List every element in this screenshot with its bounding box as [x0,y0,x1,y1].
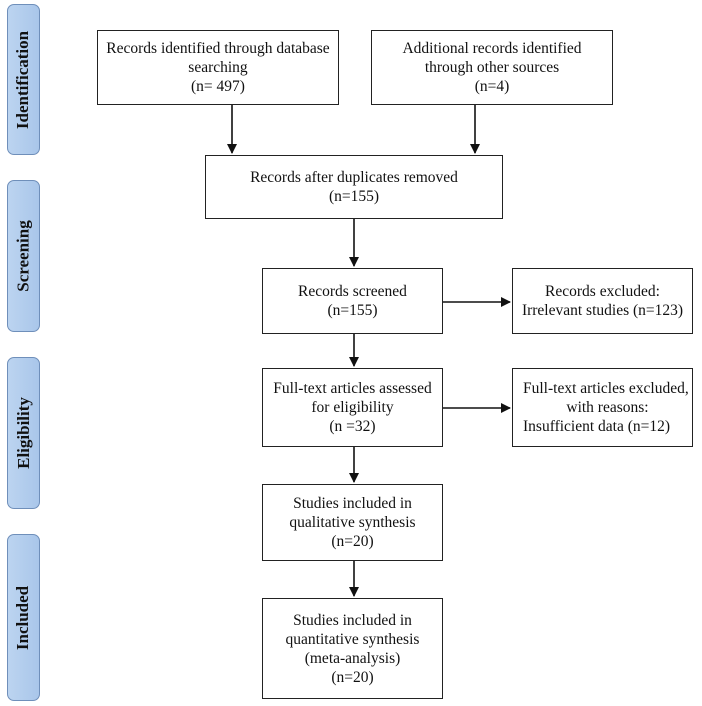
box-database-records: Records identified through database sear… [97,30,339,105]
quantitative-line-4: (n=20) [331,668,374,686]
box-after-duplicates: Records after duplicates removed (n=155) [205,155,503,219]
screened-line-1: Records screened [298,283,407,300]
fulltext-line-3: (n =32) [329,418,376,435]
other-line-2: through other sources [424,59,560,76]
quantitative-line-1: Studies included in [293,611,412,629]
duplicates-line-1: Records after duplicates removed [250,169,458,186]
phase-identification: Identification [7,4,40,155]
box-qualitative-synthesis: Studies included in qualitative synthesi… [262,484,443,561]
phase-eligibility: Eligibility [7,357,40,509]
box-quantitative-synthesis: Studies included in quantitative synthes… [262,598,443,699]
quantitative-line-3: (meta-analysis) [304,649,401,667]
box-other-sources: Additional records identified through ot… [371,30,613,105]
qualitative-line-1: Studies included in [293,495,412,512]
other-line-3: (n=4) [474,78,510,95]
database-line-3: (n= 497) [191,78,245,95]
database-line-1: Records identified through database [106,40,330,57]
fulltext-excluded-line-2: with reasons: [566,399,649,416]
quantitative-line-2: quantitative synthesis [285,630,420,648]
qualitative-line-3: (n=20) [331,533,374,550]
phase-screening: Screening [7,180,40,332]
excluded-line-2: Irrelevant studies (n=123) [521,302,684,319]
duplicates-line-2: (n=155) [328,188,380,205]
excluded-line-1: Records excluded: [545,283,660,300]
fulltext-line-1: Full-text articles assessed [273,380,432,397]
other-line-1: Additional records identified [402,40,582,57]
fulltext-excluded-line-3: Insufficient data (n=12) [523,418,671,435]
screened-line-2: (n=155) [327,302,378,319]
phase-included: Included [7,534,40,701]
box-records-screened: Records screened (n=155) [262,268,443,334]
qualitative-line-2: qualitative synthesis [289,514,416,531]
box-records-excluded: Records excluded: Irrelevant studies (n=… [512,268,693,334]
fulltext-excluded-line-1: Full-text articles excluded, [523,380,689,397]
box-fulltext-assessed: Full-text articles assessed for eligibil… [262,368,443,447]
database-line-2: searching [188,59,248,76]
fulltext-line-2: for eligibility [311,399,394,416]
box-fulltext-excluded: Full-text articles excluded, with reason… [512,368,693,447]
